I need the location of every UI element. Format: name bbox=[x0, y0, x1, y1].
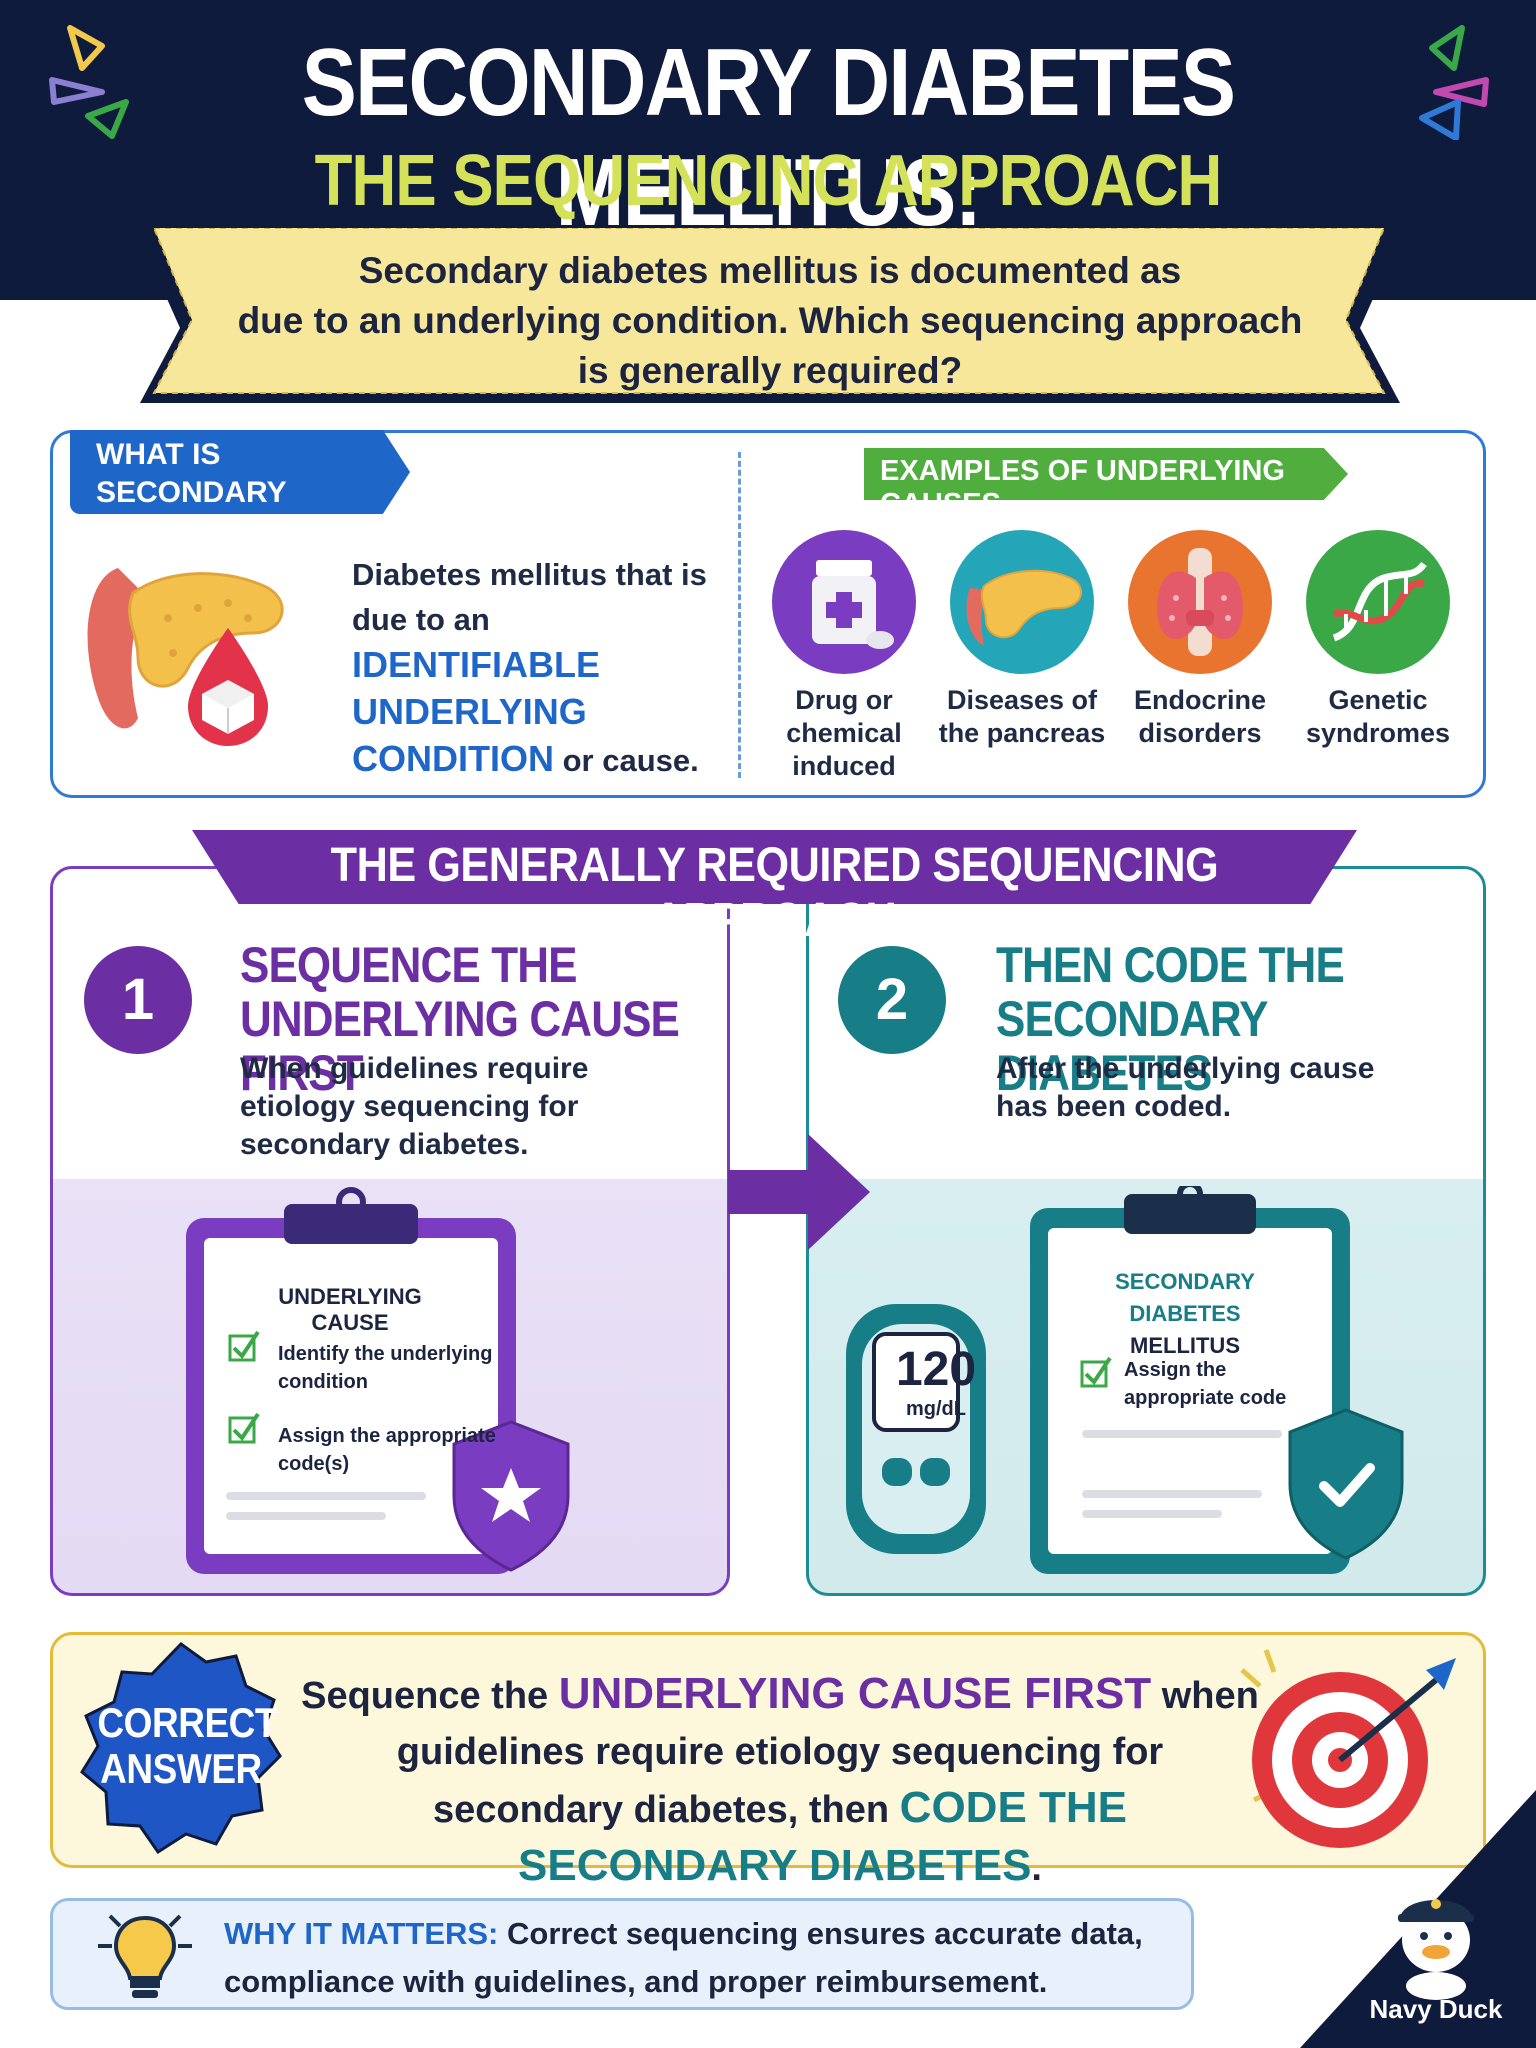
clipboard1-title: UNDERLYING CAUSE bbox=[278, 1284, 422, 1335]
question-banner bbox=[140, 228, 1400, 403]
answer-highlight-cause: UNDERLYING CAUSE FIRST bbox=[558, 1669, 1152, 1718]
why-lead: WHY IT MATTERS: bbox=[224, 1916, 499, 1951]
answer-highlight-diabetes: CODE THE SECONDARY DIABETES bbox=[518, 1783, 1128, 1890]
step1-number: 1 bbox=[84, 946, 192, 1054]
definition-text: Diabetes mellitus that is due to an IDEN… bbox=[352, 552, 722, 783]
cause-label-drug: Drug or chemical induced bbox=[754, 684, 934, 783]
correct-answer-badge bbox=[80, 1642, 282, 1855]
clipboard-secondary-diabetes-icon bbox=[846, 1186, 1404, 1574]
clipboard2-check1: Assign the appropriate code bbox=[1124, 1359, 1287, 1409]
thyroid-icon bbox=[1128, 530, 1272, 674]
panel-divider bbox=[738, 452, 741, 778]
page-subtitle: THE SEQUENCING APPROACH bbox=[314, 141, 1223, 221]
definition-tag bbox=[70, 430, 410, 514]
answer-part: . bbox=[1031, 1847, 1042, 1889]
navy-duck-logo-icon bbox=[1398, 1899, 1474, 2000]
step2-description: After the underlying cause has been code… bbox=[996, 1052, 1375, 1123]
step2-title-line: SECONDARY DIABETES bbox=[996, 991, 1268, 1101]
clipboard-underlying-cause-icon bbox=[186, 1187, 570, 1574]
lightbulb-icon bbox=[98, 1914, 192, 1998]
clipboard2-title-line: SECONDARY DIABETES bbox=[1115, 1269, 1255, 1326]
question-line: due to an underlying condition. Which se… bbox=[237, 300, 1303, 341]
answer-part: Sequence the bbox=[301, 1675, 549, 1717]
why-it-matters-panel bbox=[50, 1898, 1194, 2010]
cause-label-line: syndromes bbox=[1305, 718, 1451, 748]
step1-title-line: SEQUENCE THE bbox=[240, 937, 577, 993]
badge-line: CORRECT bbox=[97, 1699, 278, 1746]
pancreas-icon bbox=[950, 530, 1094, 674]
cause-label-endocrine: Endocrine disorders bbox=[1110, 684, 1290, 750]
glucose-meter-value: 120 bbox=[895, 1343, 977, 1396]
pancreas-blood-drop-icon bbox=[87, 568, 284, 746]
cause-label-pancreas: Diseases of the pancreas bbox=[932, 684, 1112, 750]
definition-tag-line: WHAT IS SECONDARY bbox=[96, 438, 287, 509]
answer-text: Sequence the UNDERLYING CAUSE FIRST when… bbox=[300, 1666, 1260, 1896]
answer-part: when guidelines require etiology sequenc… bbox=[396, 1675, 1259, 1831]
cause-label-line: Drug or bbox=[795, 685, 893, 715]
question-text: Secondary diabetes mellitus is documente… bbox=[230, 246, 1310, 396]
badge-line: ANSWER bbox=[100, 1745, 262, 1792]
definition-text-after: or cause. bbox=[562, 743, 699, 778]
step1-title-line: UNDERLYING CAUSE FIRST bbox=[240, 991, 680, 1101]
question-line: Secondary diabetes mellitus is documente… bbox=[358, 250, 1182, 291]
clipboard1-check1: Identify the underlying condition bbox=[278, 1343, 493, 1393]
why-body: Correct sequencing ensures accurate data… bbox=[224, 1916, 1143, 1999]
pill-bottle-icon bbox=[772, 530, 916, 674]
definition-highlight: IDENTIFIABLE UNDERLYING CONDITION bbox=[352, 644, 600, 779]
cause-label-line: Diseases of bbox=[946, 685, 1098, 715]
examples-tag-label: EXAMPLES OF UNDERLYING CAUSES bbox=[880, 455, 1285, 520]
brand-name: Navy Duck bbox=[1369, 1994, 1503, 2024]
step1-description: When guidelines require etiology sequenc… bbox=[240, 1052, 589, 1161]
cause-label-line: the pancreas bbox=[938, 718, 1106, 748]
confetti-right-icon bbox=[1419, 25, 1489, 140]
step2-number: 2 bbox=[838, 946, 946, 1054]
why-it-matters-text: WHY IT MATTERS: Correct sequencing ensur… bbox=[224, 1910, 1184, 2006]
cause-label-line: induced bbox=[792, 751, 896, 781]
arrow-right-icon bbox=[728, 1134, 870, 1250]
cause-label-line: chemical bbox=[786, 718, 902, 748]
correct-answer-label: CORRECT ANSWER bbox=[97, 1699, 278, 1792]
confetti-left-icon bbox=[49, 25, 129, 139]
question-line: is generally required? bbox=[577, 350, 963, 391]
step2-title-line: THEN CODE THE bbox=[996, 937, 1345, 993]
cause-label-genetic: Genetic syndromes bbox=[1288, 684, 1468, 750]
clipboard1-check2: Assign the appropriate code(s) bbox=[278, 1425, 496, 1475]
target-icon bbox=[1240, 1649, 1456, 1848]
brand-corner bbox=[1300, 1790, 1536, 2048]
examples-tag bbox=[864, 448, 1348, 500]
step1-title: SEQUENCE THE UNDERLYING CAUSE FIRST bbox=[240, 938, 698, 1100]
cause-label-line: Endocrine bbox=[1133, 685, 1267, 715]
clipboard2-title: SECONDARY DIABETES MELLITUS bbox=[1070, 1266, 1300, 1362]
clipboard2-title-line: MELLITUS bbox=[1130, 1333, 1240, 1358]
glucose-meter-unit: mg/dL bbox=[906, 1398, 966, 1420]
dna-icon bbox=[1306, 530, 1450, 674]
sequencing-banner bbox=[192, 830, 1357, 904]
sequencing-banner-label: THE GENERALLY REQUIRED SEQUENCING APPROA… bbox=[330, 839, 1219, 947]
step2-title: THEN CODE THE SECONDARY DIABETES bbox=[996, 938, 1454, 1100]
definition-text-before: Diabetes mellitus that is due to an bbox=[352, 557, 707, 637]
cause-label-line: Genetic bbox=[1328, 685, 1428, 715]
cause-label-line: disorders bbox=[1138, 718, 1262, 748]
